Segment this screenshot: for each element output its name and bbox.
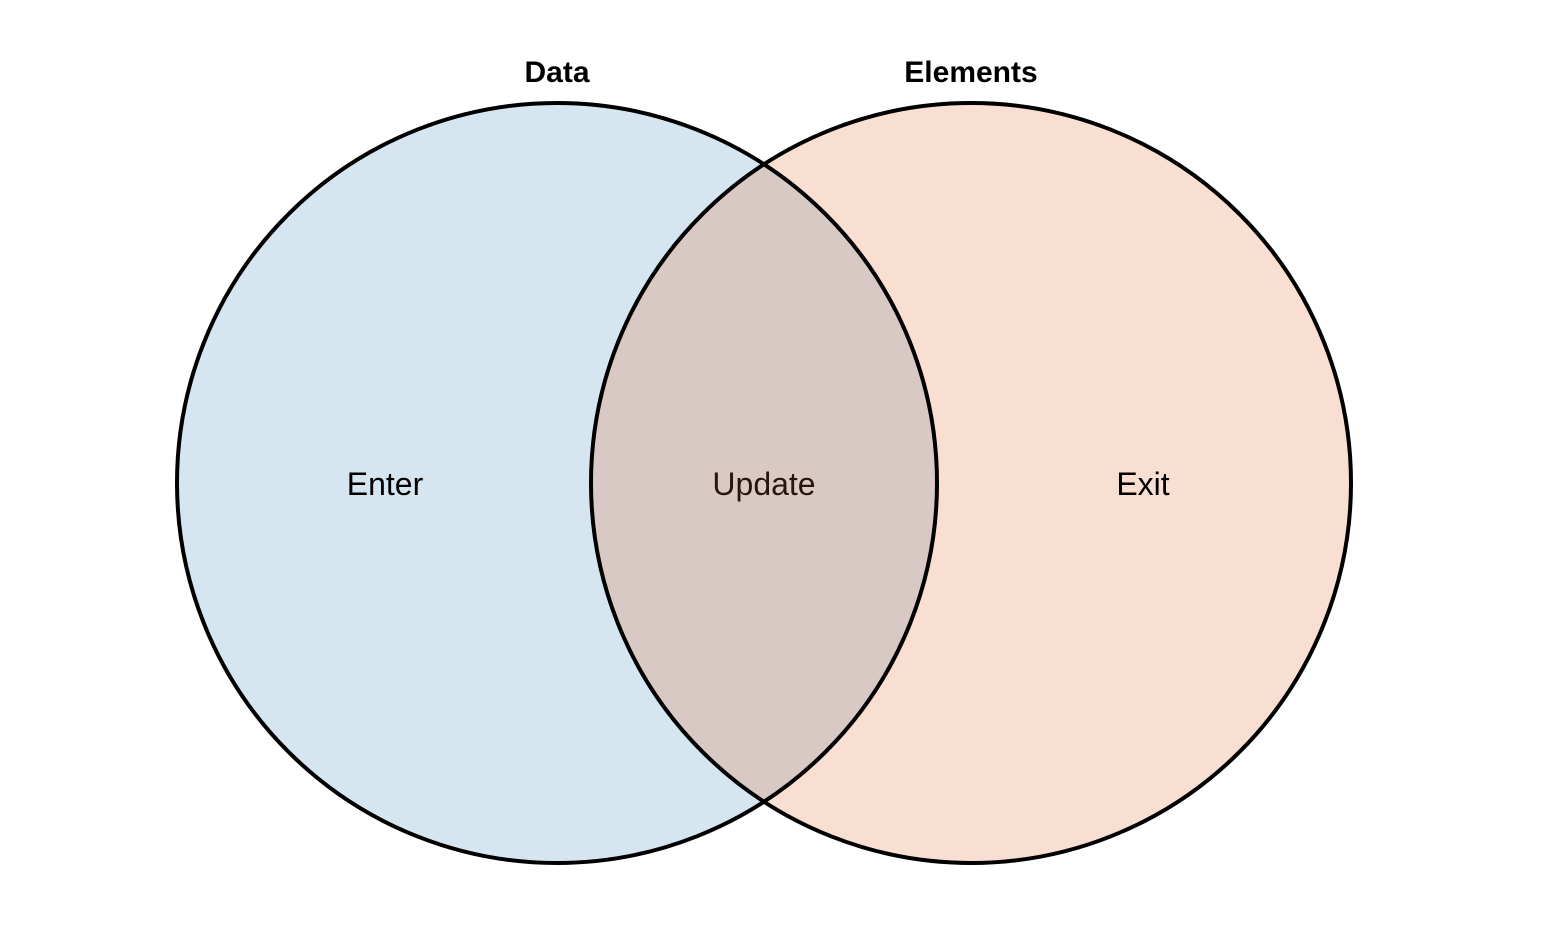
intersection-region bbox=[591, 103, 937, 863]
exit-region-label: Exit bbox=[1116, 466, 1169, 502]
data-set-outline bbox=[175, 101, 939, 865]
update-region-label: Update bbox=[712, 466, 815, 502]
enter-region-label: Enter bbox=[347, 466, 424, 502]
elements-set-title: Elements bbox=[904, 56, 1037, 89]
data-set-title: Data bbox=[524, 56, 589, 89]
elements-set-outline bbox=[589, 101, 1353, 865]
